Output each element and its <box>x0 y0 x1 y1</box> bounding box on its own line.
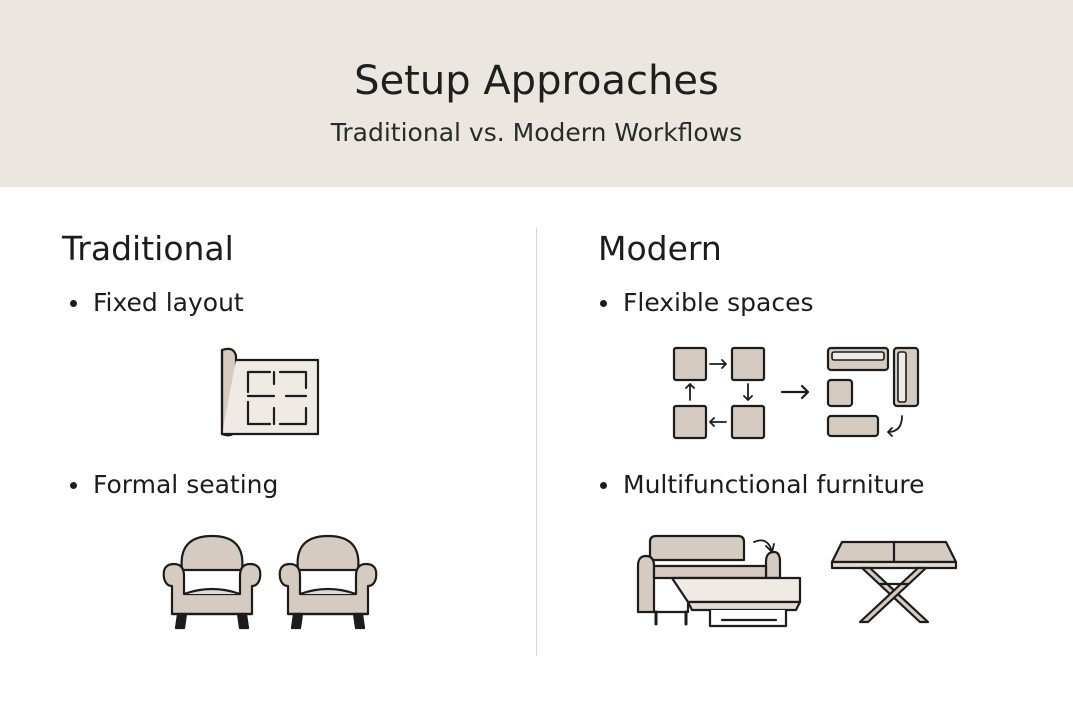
floor-plan-icon <box>220 347 320 437</box>
modern-item-flexible-spaces: Flexible spaces <box>600 286 814 320</box>
armchair-icon <box>162 534 262 630</box>
page-title: Setup Approaches <box>354 58 719 104</box>
column-divider <box>536 228 537 656</box>
page-subtitle: Traditional vs. Modern Workflows <box>330 118 743 147</box>
bullet-dot <box>600 481 607 489</box>
traditional-item-formal-seating: Formal seating <box>70 468 278 502</box>
folding-table-icon <box>830 540 958 624</box>
bullet-dot <box>70 481 77 489</box>
bullet-dot <box>70 299 77 307</box>
armchair-icon <box>278 534 378 630</box>
modern-item-label: Flexible spaces <box>623 288 814 317</box>
rearrange-modules-icon <box>672 346 920 440</box>
modern-heading: Modern <box>598 229 722 268</box>
sofa-bed-icon <box>636 534 802 628</box>
bullet-dot <box>600 299 607 307</box>
traditional-heading: Traditional <box>62 229 234 268</box>
traditional-item-label: Fixed layout <box>93 288 244 317</box>
modern-item-label: Multifunctional furniture <box>623 470 925 499</box>
traditional-item-label: Formal seating <box>93 470 279 499</box>
header-band <box>0 0 1073 187</box>
traditional-item-fixed-layout: Fixed layout <box>70 286 244 320</box>
modern-item-multifunctional-furniture: Multifunctional furniture <box>600 468 924 502</box>
